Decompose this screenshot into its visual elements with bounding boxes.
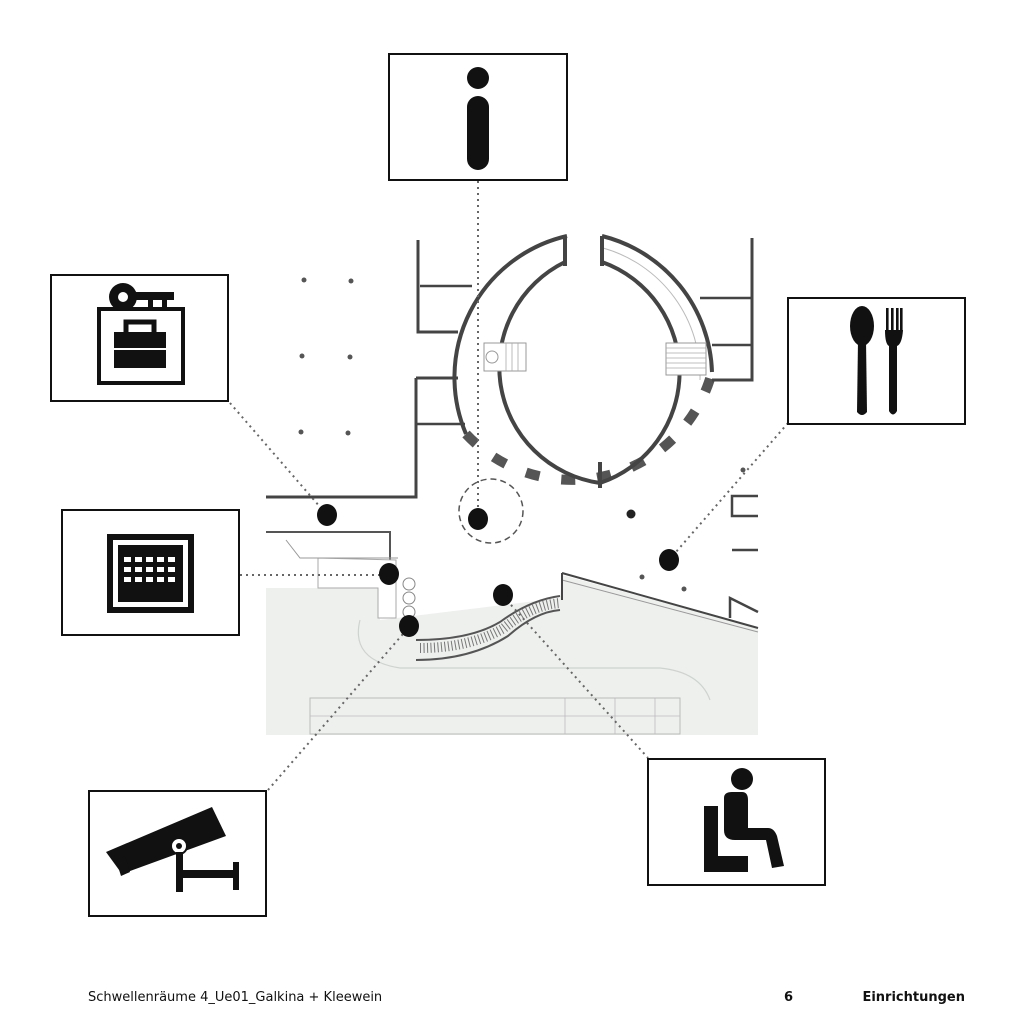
rotunda-inner-wall-left [497,260,601,485]
marker-information [468,508,488,530]
ramp-hatch [419,598,561,653]
leader-lines [229,181,789,791]
ticket-machine-icon [61,509,240,636]
marker-seating [493,584,513,606]
curved-ramp [415,595,561,641]
rotunda-outer-ring-dashed [462,370,717,485]
wall [730,494,758,518]
seating-icon [647,758,826,886]
marker-camera [399,615,419,637]
lower-plaza-area [266,575,758,735]
section-title: Einrichtungen [862,990,965,1005]
wall [712,238,754,382]
curved-ramp [415,609,561,661]
marker-restaurant [659,549,679,571]
column-dots [298,277,746,592]
wall [285,539,398,559]
plaza-curve [357,619,711,701]
floor-plan [266,234,759,735]
wall [266,378,418,499]
ramp-edge [561,579,759,633]
rotunda-outer-wall-right [601,234,714,373]
page-number: 6 [784,990,794,1005]
rotunda-outer-wall-left [452,234,568,435]
security-camera-icon [88,790,267,917]
column-marker [485,350,499,364]
stair-left [483,342,527,372]
fixture-markers [402,577,416,619]
wall [728,595,759,618]
ramp-edge [561,572,759,629]
wall [266,531,391,560]
stair-treads [505,343,706,371]
stair-block [317,557,397,619]
wall [416,240,458,334]
location-markers [317,504,679,637]
document-title: Schwellenräume 4_Ue01_Galkina + Kleewein [88,990,383,1005]
marker-ticket-machine [379,563,399,585]
information-point-circle [458,478,524,544]
cutlery-icon [787,297,966,425]
luggage-storage-icon [50,274,229,402]
information-icon [388,53,568,181]
marker-luggage [317,504,337,526]
